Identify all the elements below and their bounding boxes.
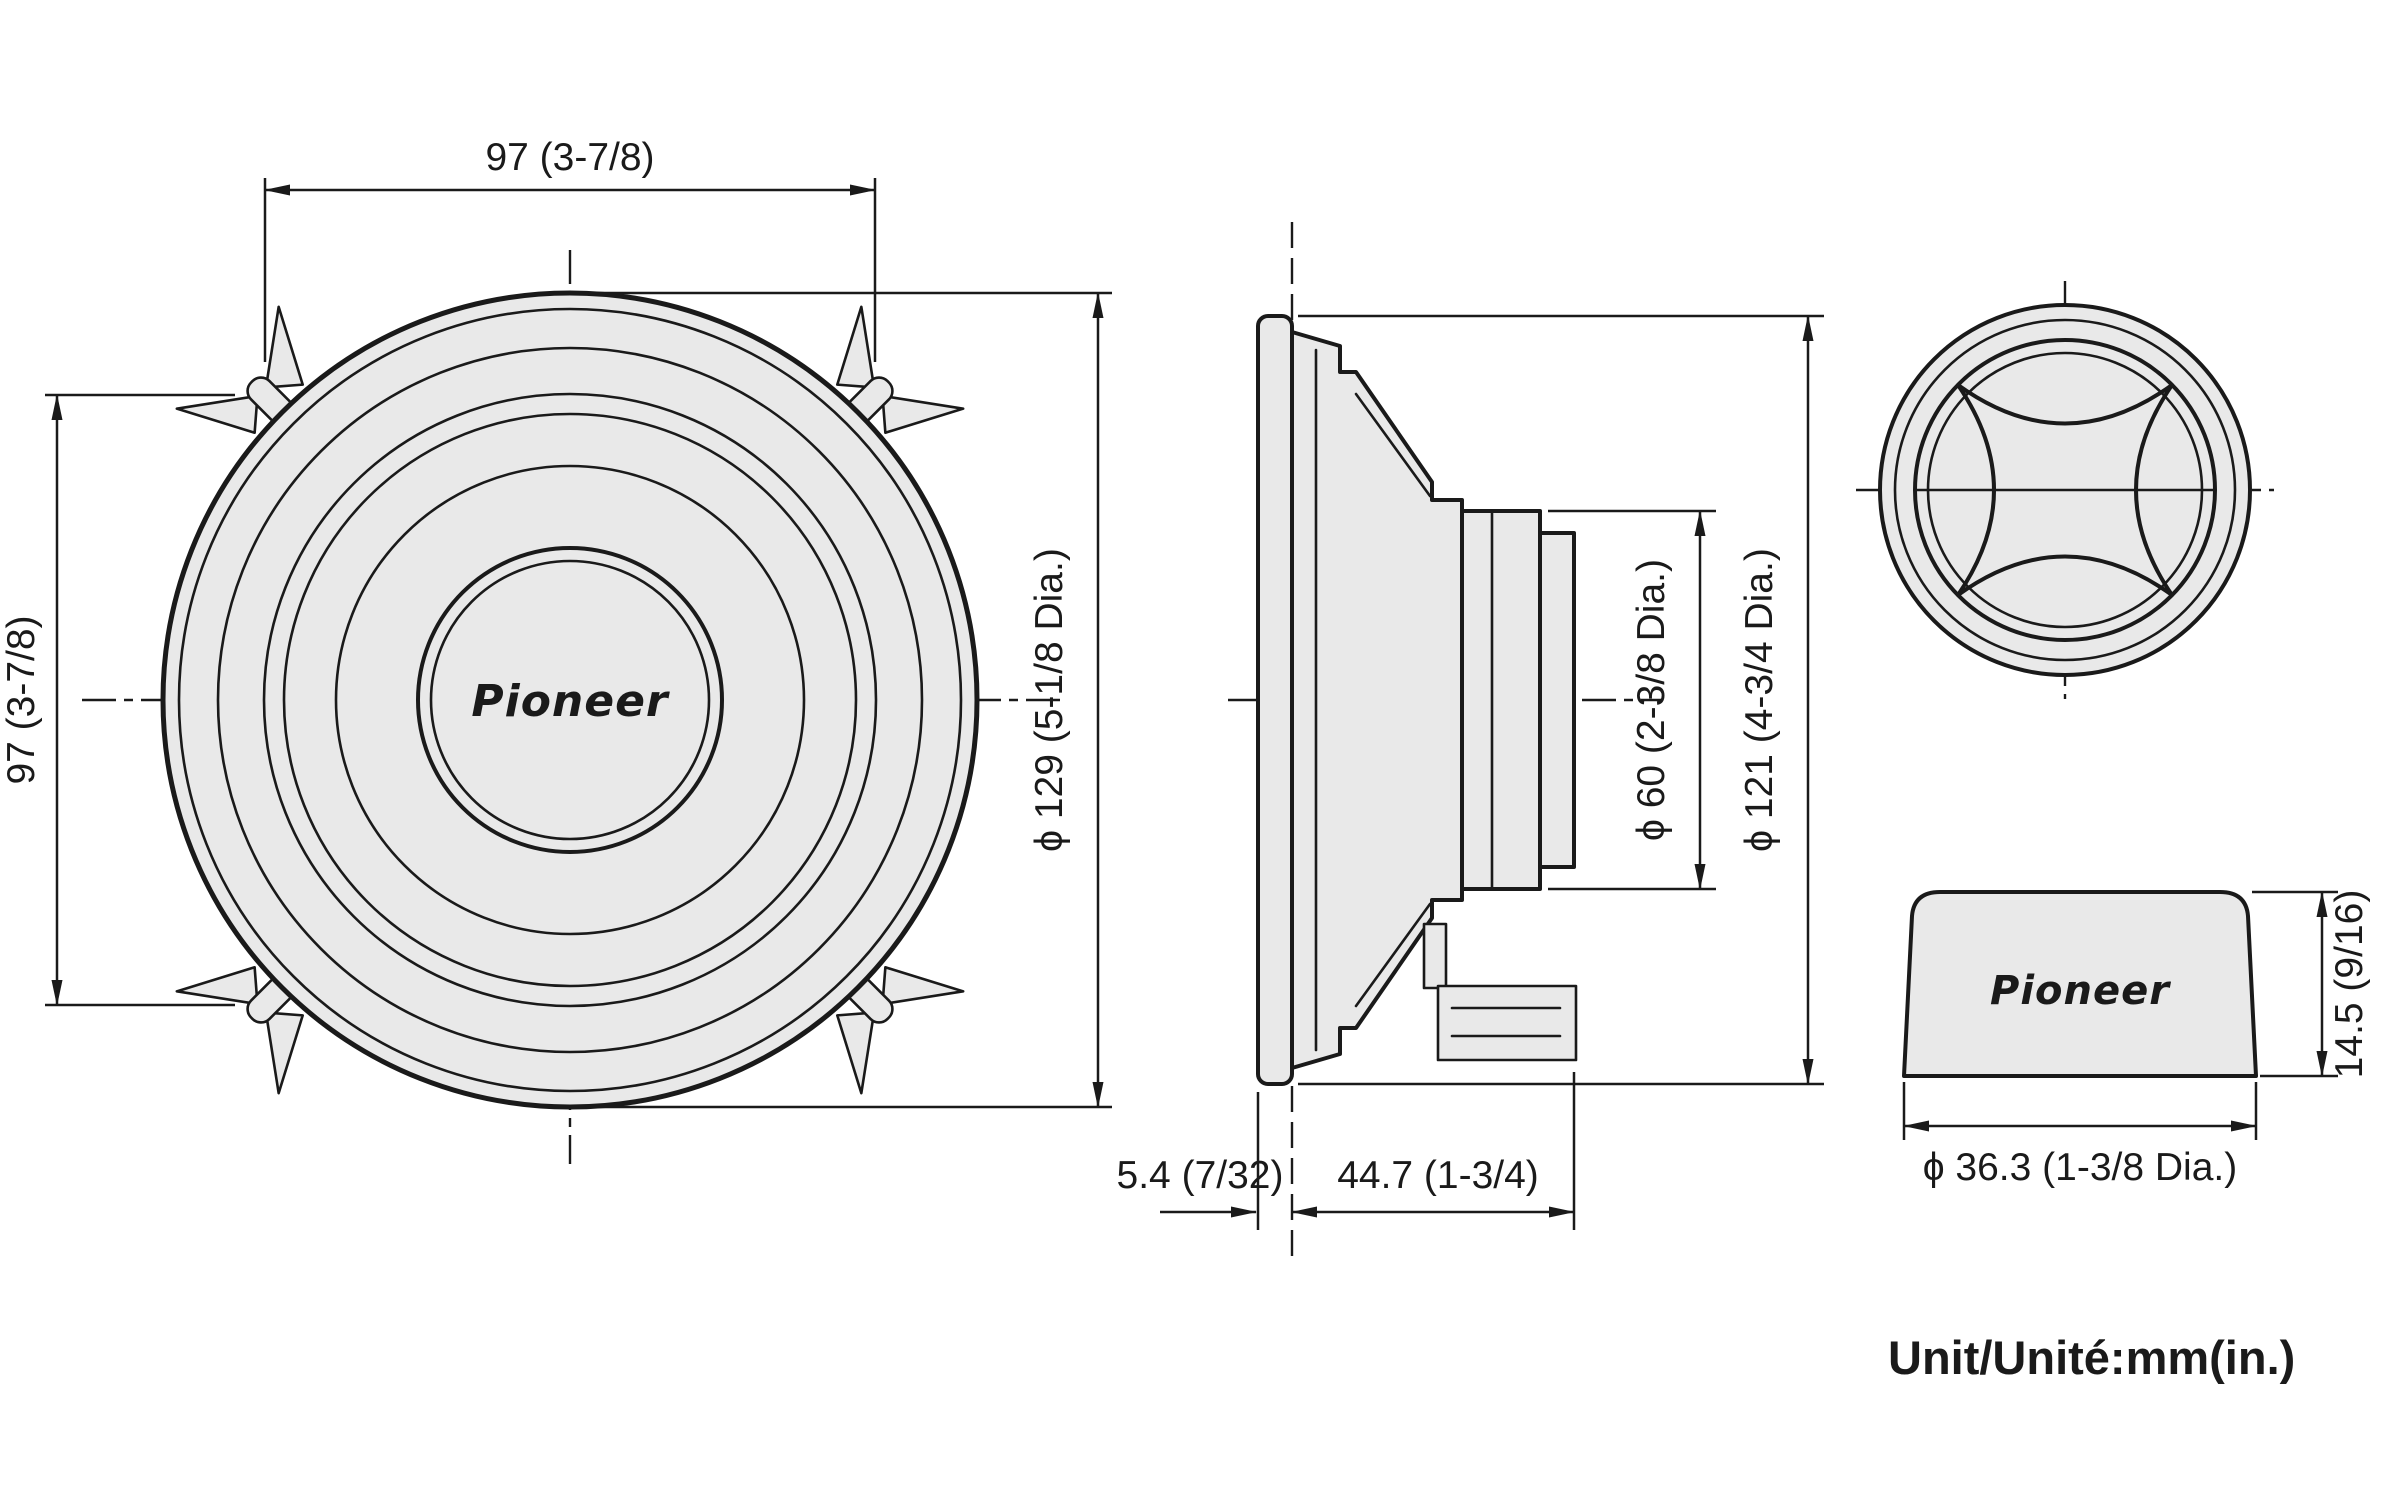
tweeter-diameter-label: ϕ 36.3 (1-3/8 Dia.) [1923,1146,2237,1189]
tweeter-side-body [1902,890,2258,1078]
basket-spoke-upper [1354,392,1432,498]
terminal-connector [1436,984,1578,1062]
frame-diameter-label: ϕ 121 (4-3/4 Dia.) [1738,548,1781,852]
magnet-diameter-label: ϕ 60 (2-3/8 Dia.) [1630,559,1673,841]
dim-tweeter-diameter: ϕ 36.3 (1-3/8 Dia.) [1902,1082,2258,1189]
dim-mounting-depth: 44.7 (1-3/4) [1291,1072,1576,1230]
flange-depth-label: 5.4 (7/32) [1117,1154,1284,1197]
unit-note: Unit/Unité:mm(in.) [1888,1331,2295,1384]
dim-tweeter-height: 14.5 (9/16) [2252,890,2371,1079]
woofer-gasket [216,346,924,1054]
woofer-dustcap-inner [429,559,711,841]
tweeter-height-label: 14.5 (9/16) [2328,890,2371,1079]
dim-front-mounting-width: 97 (3-7/8) [263,136,877,362]
tweeter-grille-x [1956,383,2174,597]
woofer-outer-rim [160,290,980,1110]
dim-front-mounting-height: 97 (3-7/8) [0,393,235,1007]
tweeter-rim-inner [1893,318,2237,662]
dim-front-outer-diameter: ϕ 129 (5-1/8 Dia.) [588,291,1112,1109]
mounting-depth-label: 44.7 (1-3/4) [1337,1154,1539,1197]
woofer-surround-outer [262,392,878,1008]
woofer-cone-edge [334,464,806,936]
front-width-label: 97 (3-7/8) [485,136,654,179]
woofer-front-view: Pioneer [82,250,1064,1164]
front-height-label: 97 (3-7/8) [0,615,43,784]
woofer-dustcap-outer [416,546,724,854]
pioneer-logo-front: Pioneer [471,676,670,727]
mounting-tabs [175,305,965,1095]
mounting-tab [835,305,965,435]
side-flange [1256,314,1294,1086]
dim-flange-depth: 5.4 (7/32) [1117,1092,1284,1230]
front-diameter-label: ϕ 129 (5-1/8 Dia.) [1028,548,1071,852]
woofer-surround-inner [282,412,858,988]
terminal-bracket [1422,922,1448,990]
tweeter-front-view [1856,281,2274,699]
dim-frame-diameter: ϕ 121 (4-3/4 Dia.) [1298,314,1824,1086]
dim-magnet-diameter: ϕ 60 (2-3/8 Dia.) [1548,509,1716,891]
woofer-rim-inner [177,307,963,1093]
pioneer-logo-tweeter: Pioneer [1990,968,2171,1014]
basket-spoke-lower [1354,902,1432,1008]
magnet-body [1460,509,1542,891]
magnet-back-cap [1538,531,1576,869]
side-basket [1290,330,1464,1070]
tweeter-side-view: Pioneer [1902,890,2258,1078]
woofer-side-view [1228,222,1662,1256]
